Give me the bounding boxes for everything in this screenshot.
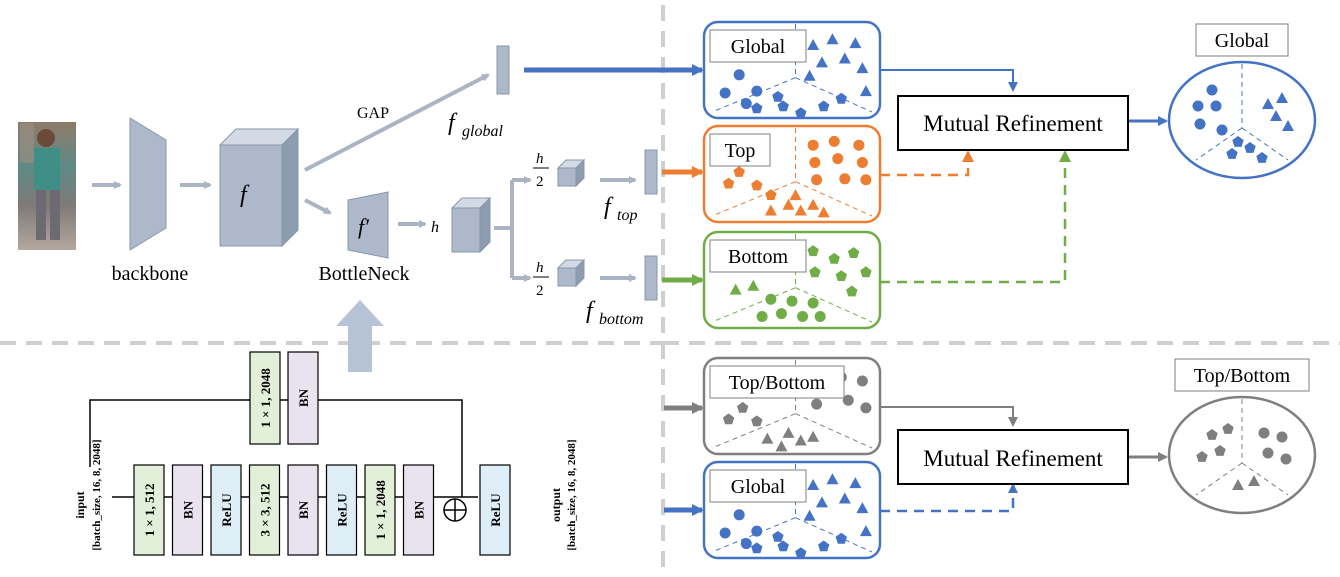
- refinement-connectors-upper: [880, 69, 1168, 284]
- f-prime-label: f′: [358, 214, 370, 239]
- f-label: f: [240, 182, 250, 208]
- cluster-global: Global: [702, 20, 882, 120]
- backbone-block: [129, 117, 167, 251]
- svg-text:top: top: [617, 207, 637, 224]
- cube-top: [556, 158, 586, 188]
- main-block-2: ReLU: [210, 464, 242, 556]
- svg-text:Mutual Refinement: Mutual Refinement: [923, 446, 1103, 471]
- svg-text:f: f: [586, 298, 596, 324]
- gap-arrow: [304, 73, 490, 172]
- half-h-top: h 2: [533, 151, 549, 190]
- svg-text:3 × 3, 512: 3 × 3, 512: [258, 484, 273, 537]
- svg-text:h: h: [536, 260, 544, 276]
- mutual-refinement-lower: Mutual Refinement: [897, 429, 1129, 485]
- backbone-label: backbone: [112, 263, 189, 285]
- main-block-5: ReLU: [325, 464, 358, 556]
- shortcut-block-0: 1 × 1, 2048: [249, 351, 281, 445]
- h-label: h: [431, 219, 439, 236]
- half-h-bottom: h 2: [533, 260, 549, 299]
- main-block-6: 1 × 1, 2048: [364, 464, 396, 556]
- main-block-3: 3 × 3, 512: [248, 464, 281, 556]
- main-block-0: 1 × 1, 512: [133, 464, 165, 556]
- cluster-global-lower-label: Global: [731, 476, 786, 498]
- feature-map-f: f: [218, 127, 300, 248]
- cluster-global-label: Global: [731, 36, 786, 58]
- refinement-connectors-lower: [880, 406, 1168, 513]
- cluster-global-lower: Global: [702, 460, 882, 560]
- f-bottom-bar: [644, 255, 658, 301]
- expand-arrow: [336, 300, 384, 372]
- svg-text:ReLU: ReLU: [488, 493, 503, 527]
- cluster-bottom-label: Bottom: [728, 246, 788, 268]
- flow-arrows-gray: [92, 176, 637, 282]
- final-relu-block: ReLU: [479, 464, 511, 556]
- main-block-7: BN: [402, 464, 435, 556]
- svg-text:1 × 1, 2048: 1 × 1, 2048: [258, 368, 273, 428]
- cube-bottom: [556, 258, 586, 288]
- split-arrows: [494, 176, 532, 282]
- f-top-label: f top: [604, 194, 637, 224]
- svg-text:2: 2: [536, 174, 544, 190]
- svg-text:BN: BN: [296, 388, 311, 407]
- svg-text:bottom: bottom: [599, 311, 643, 328]
- gap-label: GAP: [357, 105, 389, 122]
- bottleneck-label: BottleNeck: [318, 263, 409, 285]
- output-shape: [batch_size, 16, 8, 2048]: [566, 439, 578, 550]
- svg-text:BN: BN: [412, 500, 427, 519]
- mutual-refinement-upper: Mutual Refinement: [897, 95, 1129, 151]
- cluster-top-label: Top: [725, 140, 756, 162]
- separators: [0, 5, 1340, 572]
- svg-text:f: f: [604, 194, 614, 220]
- output-global-label: Global: [1215, 30, 1270, 52]
- output-global: Global: [1167, 23, 1317, 180]
- f-top-bar: [644, 149, 658, 195]
- cluster-top: Top: [702, 124, 882, 224]
- svg-text:1 × 1, 2048: 1 × 1, 2048: [373, 480, 388, 540]
- svg-text:2: 2: [536, 283, 544, 299]
- svg-text:BN: BN: [181, 500, 196, 519]
- svg-text:h: h: [536, 151, 544, 167]
- svg-text:ReLU: ReLU: [335, 493, 350, 527]
- svg-text:1 × 1, 512: 1 × 1, 512: [142, 484, 157, 537]
- input-shape: [batch_size, 16, 8, 2048]: [91, 439, 103, 550]
- output-label: output: [549, 488, 563, 522]
- main-block-1: BN: [171, 464, 204, 556]
- svg-text:f: f: [448, 110, 458, 136]
- f-prime-block: [347, 191, 389, 259]
- output-top-bottom-label: Top/Bottom: [1194, 365, 1291, 387]
- svg-text:Mutual Refinement: Mutual Refinement: [923, 111, 1103, 136]
- svg-text:global: global: [462, 123, 503, 140]
- svg-text:BN: BN: [296, 500, 311, 519]
- input-label: input: [73, 491, 87, 518]
- feature-map-h: [450, 196, 492, 254]
- svg-text:ReLU: ReLU: [219, 493, 234, 527]
- shortcut-block-1: BN: [287, 351, 319, 445]
- input-person-image: [18, 122, 76, 250]
- f-global-bar: [496, 45, 510, 95]
- f-bottom-label: f bottom: [586, 298, 643, 328]
- cluster-top-bottom: Top/Bottom: [702, 356, 882, 456]
- cluster-top-bottom-label: Top/Bottom: [729, 372, 826, 394]
- f-global-label: f global: [448, 110, 503, 140]
- output-top-bottom: Top/Bottom: [1167, 358, 1317, 515]
- cluster-bottom: Bottom: [702, 230, 882, 330]
- main-block-4: BN: [287, 464, 319, 556]
